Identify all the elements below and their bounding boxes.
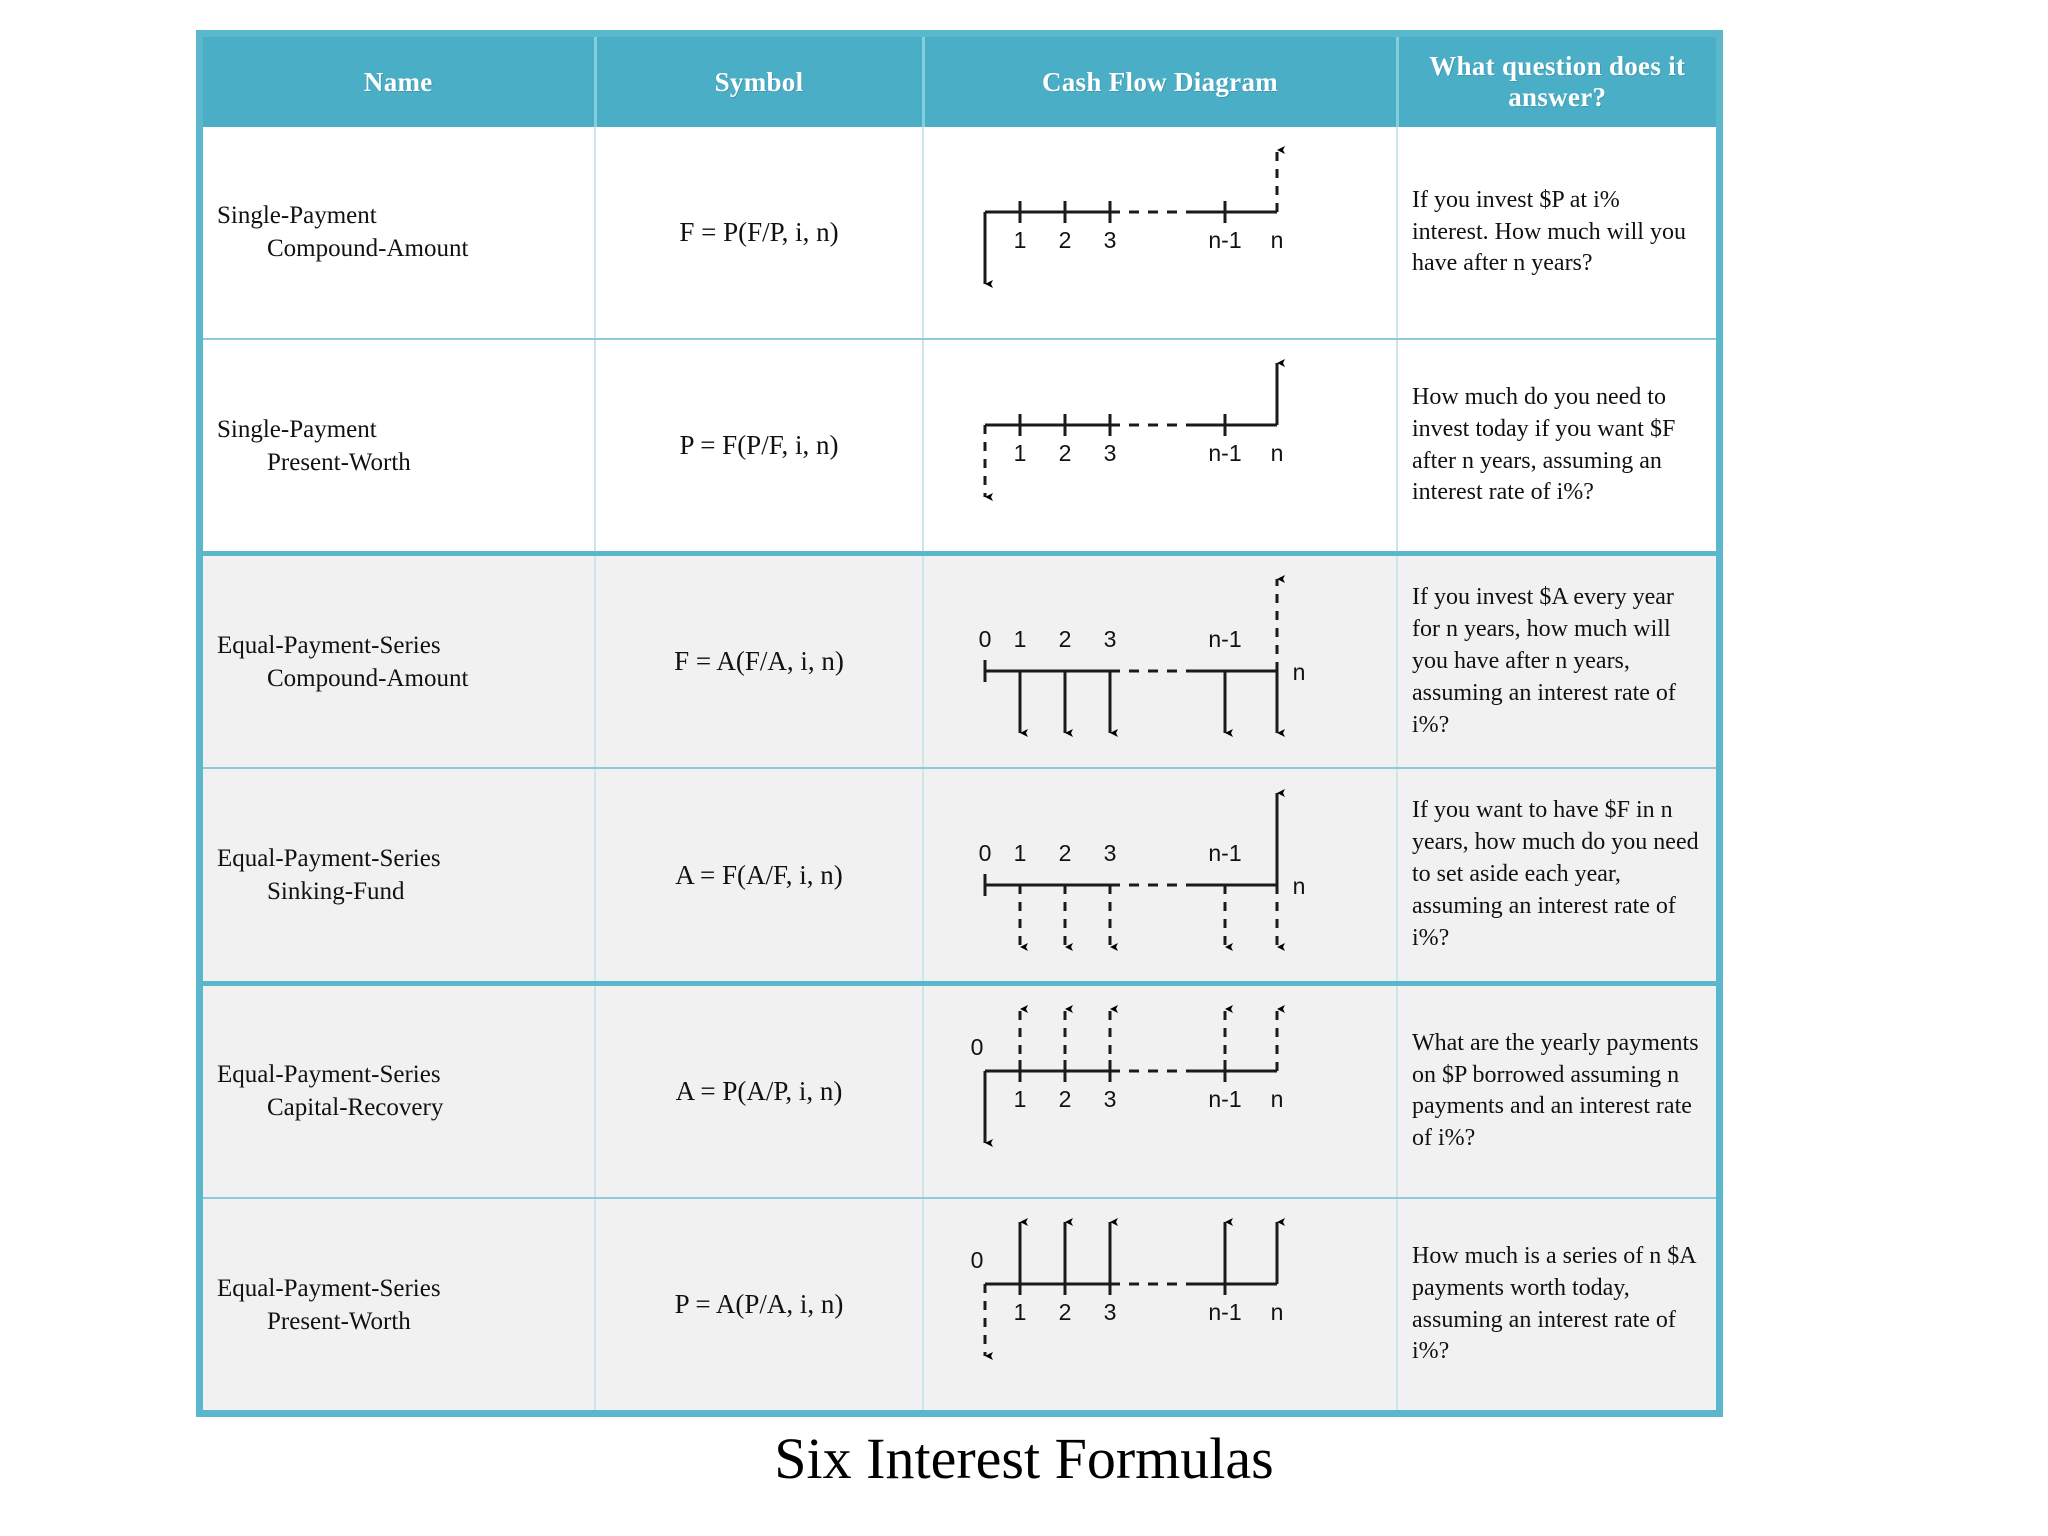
svg-text:n-1: n-1 xyxy=(1208,440,1241,466)
question-cell: What are the yearly payments on $P borro… xyxy=(1397,983,1716,1200)
svg-text:n-1: n-1 xyxy=(1208,1299,1241,1325)
svg-text:3: 3 xyxy=(1104,1086,1117,1112)
svg-text:0: 0 xyxy=(979,626,992,652)
question-cell: If you want to have $F in n years, how m… xyxy=(1397,768,1716,986)
svg-text:n: n xyxy=(1293,873,1306,899)
svg-text:3: 3 xyxy=(1104,840,1117,866)
formula-name-line1: Equal-Payment-Series xyxy=(217,845,441,873)
formula-name-line2: Capital-Recovery xyxy=(267,1094,444,1122)
formula-name-line2: Present-Worth xyxy=(267,448,411,476)
cash-flow-diagram-icon: 1 2 3 n-1 n 0 xyxy=(924,1212,1396,1397)
svg-text:1: 1 xyxy=(1014,626,1027,652)
svg-text:n-1: n-1 xyxy=(1208,1086,1241,1112)
svg-text:n: n xyxy=(1271,440,1284,466)
svg-text:n: n xyxy=(1293,659,1306,685)
svg-text:1: 1 xyxy=(1014,1299,1027,1325)
formula-name-line2: Sinking-Fund xyxy=(267,878,405,906)
formula-name-line1: Single-Payment xyxy=(217,415,377,443)
svg-text:0: 0 xyxy=(971,1034,984,1060)
svg-text:2: 2 xyxy=(1059,626,1072,652)
formula-name-line1: Equal-Payment-Series xyxy=(217,631,441,659)
formula-name-line2: Compound-Amount xyxy=(267,664,469,692)
svg-text:n: n xyxy=(1271,227,1284,253)
question-cell: If you invest $P at i% interest. How muc… xyxy=(1397,127,1716,340)
formula-symbol-cell: P = A(P/A, i, n) xyxy=(595,1198,924,1410)
svg-text:n-1: n-1 xyxy=(1208,227,1241,253)
cash-flow-diagram-cell: 1 2 3 n-1 n 0 xyxy=(923,1198,1398,1410)
svg-text:2: 2 xyxy=(1059,227,1072,253)
svg-text:1: 1 xyxy=(1014,1086,1027,1112)
cash-flow-diagram-icon: 1 2 3 n-1 n xyxy=(924,140,1396,325)
svg-text:n-1: n-1 xyxy=(1208,840,1241,866)
svg-text:1: 1 xyxy=(1014,440,1027,466)
table-header-row: Name Symbol Cash Flow Diagram What quest… xyxy=(203,37,1716,127)
cash-flow-diagram-cell: 1 2 3 n-1 n 0 xyxy=(923,983,1398,1200)
svg-text:2: 2 xyxy=(1059,440,1072,466)
cash-flow-diagram-icon: 1 2 3 n-1 n xyxy=(924,353,1396,538)
formula-table-frame: Name Symbol Cash Flow Diagram What quest… xyxy=(196,30,1723,1417)
svg-text:1: 1 xyxy=(1014,227,1027,253)
svg-text:0: 0 xyxy=(971,1247,984,1273)
question-cell: If you invest $A every year for n years,… xyxy=(1397,553,1716,770)
column-header-diagram: Cash Flow Diagram xyxy=(923,37,1399,127)
page-title: Six Interest Formulas xyxy=(774,1426,1274,1491)
formula-name-line1: Equal-Payment-Series xyxy=(217,1061,441,1089)
formula-name-line1: Equal-Payment-Series xyxy=(217,1274,441,1302)
column-header-symbol: Symbol xyxy=(595,37,925,127)
svg-text:2: 2 xyxy=(1059,840,1072,866)
formula-symbol-cell: A = F(A/F, i, n) xyxy=(595,768,924,986)
svg-text:n: n xyxy=(1271,1299,1284,1325)
cash-flow-diagram-cell: 1 2 3 n-1 n xyxy=(923,338,1398,557)
svg-text:n-1: n-1 xyxy=(1208,626,1241,652)
svg-text:3: 3 xyxy=(1104,227,1117,253)
svg-text:1: 1 xyxy=(1014,840,1027,866)
formula-name-line2: Compound-Amount xyxy=(267,235,469,263)
column-header-name: Name xyxy=(203,37,597,127)
svg-text:3: 3 xyxy=(1104,440,1117,466)
svg-text:3: 3 xyxy=(1104,626,1117,652)
formula-symbol-cell: F = P(F/P, i, n) xyxy=(595,127,924,340)
svg-text:2: 2 xyxy=(1059,1086,1072,1112)
formula-symbol-cell: A = P(A/P, i, n) xyxy=(595,983,924,1200)
formula-name-line1: Single-Payment xyxy=(217,202,377,230)
question-cell: How much do you need to invest today if … xyxy=(1397,338,1716,557)
formula-symbol-cell: F = A(F/A, i, n) xyxy=(595,553,924,770)
svg-text:2: 2 xyxy=(1059,1299,1072,1325)
formula-name-line2: Present-Worth xyxy=(267,1307,411,1335)
question-cell: How much is a series of n $A payments wo… xyxy=(1397,1198,1716,1410)
column-header-question: What question does it answer? xyxy=(1397,37,1716,127)
formula-symbol-cell: P = F(P/F, i, n) xyxy=(595,338,924,557)
svg-text:0: 0 xyxy=(979,840,992,866)
cash-flow-diagram-cell: 1 2 3 n-1 n xyxy=(923,127,1398,340)
cash-flow-diagram-icon: 1 2 3 n-1 n 0 xyxy=(924,999,1396,1184)
six-interest-formulas-table: Name Symbol Cash Flow Diagram What quest… xyxy=(203,37,1716,1410)
svg-text:n: n xyxy=(1271,1086,1284,1112)
svg-text:3: 3 xyxy=(1104,1299,1117,1325)
